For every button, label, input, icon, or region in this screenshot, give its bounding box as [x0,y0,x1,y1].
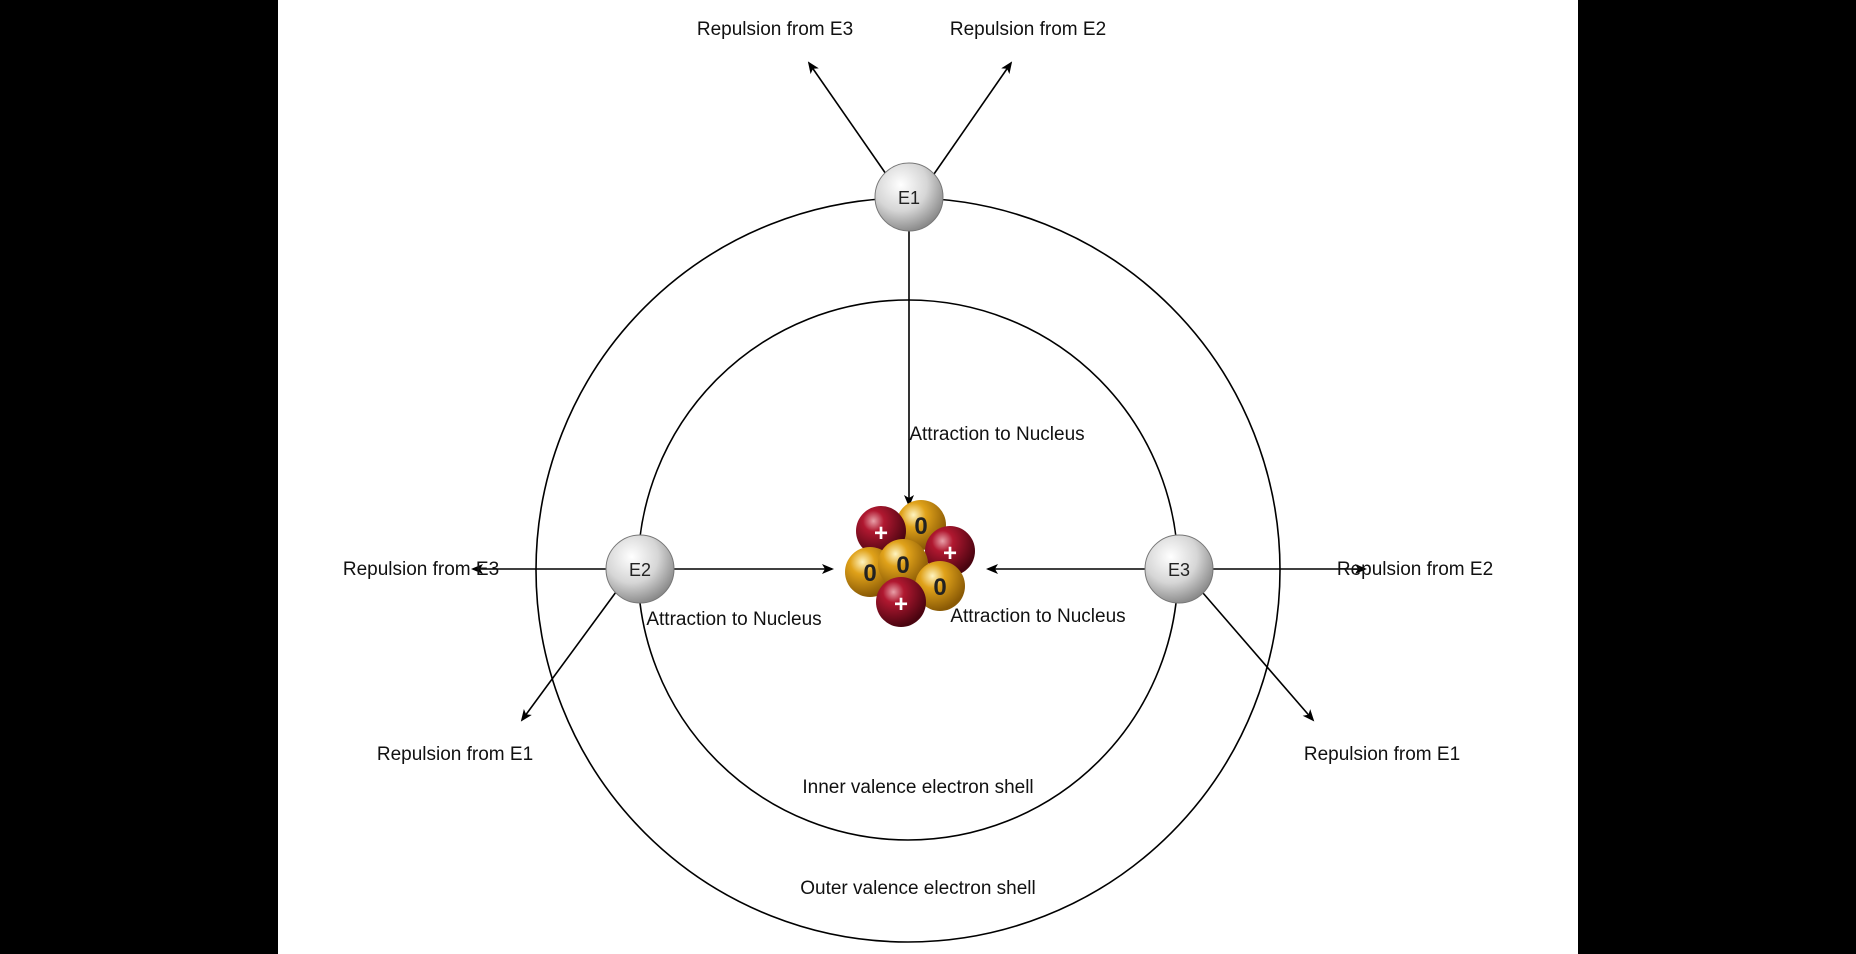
arrow-e3-repulsion-from-e1 [1202,592,1315,722]
arrow-e2-repulsion-from-e1 [520,591,617,722]
electron-e1: E1 [874,162,944,232]
label-e1-repulsion-from-e3: Repulsion from E3 [697,19,853,40]
svg-text:0: 0 [933,574,946,601]
svg-text:+: + [894,591,908,618]
svg-text:0: 0 [863,560,876,587]
outer-shell-label: Outer valence electron shell [800,878,1036,899]
neutron: 0 [878,539,928,589]
label-e2-repulsion-from-e3: Repulsion from E3 [343,559,499,580]
label-e1-repulsion-from-e2: Repulsion from E2 [950,19,1106,40]
svg-text:+: + [943,540,957,567]
label-e3-repulsion-from-e2: Repulsion from E2 [1337,559,1493,580]
atom-diagram: E1 E2 E3 0 + + 0 0 0 [343,19,1493,943]
electron-e2: E2 [605,534,675,604]
label-e2-repulsion-from-e1: Repulsion from E1 [377,744,533,765]
electron-e1-label: E1 [898,188,920,208]
diagram-canvas: E1 E2 E3 0 + + 0 0 0 [278,0,1578,954]
force-arrows [471,61,1367,722]
label-e3-attraction-to-nucleus: Attraction to Nucleus [950,606,1125,627]
label-e1-attraction-to-nucleus: Attraction to Nucleus [909,424,1084,445]
electron-e3-label: E3 [1168,560,1190,580]
svg-text:0: 0 [914,513,927,540]
arrow-labels: Repulsion from E3 Repulsion from E2 Attr… [343,19,1493,765]
neutron: 0 [915,561,965,611]
nucleus: 0 + + 0 0 0 + [845,500,975,627]
label-e2-attraction-to-nucleus: Attraction to Nucleus [646,609,821,630]
svg-text:+: + [874,520,888,547]
label-e3-repulsion-from-e1: Repulsion from E1 [1304,744,1460,765]
proton: + [876,577,926,627]
svg-text:0: 0 [896,552,909,579]
electron-e2-label: E2 [629,560,651,580]
arrow-e1-repulsion-from-e3 [807,61,887,175]
arrow-e1-repulsion-from-e2 [933,61,1013,175]
electron-e3: E3 [1144,534,1214,604]
inner-shell-label: Inner valence electron shell [802,777,1033,798]
